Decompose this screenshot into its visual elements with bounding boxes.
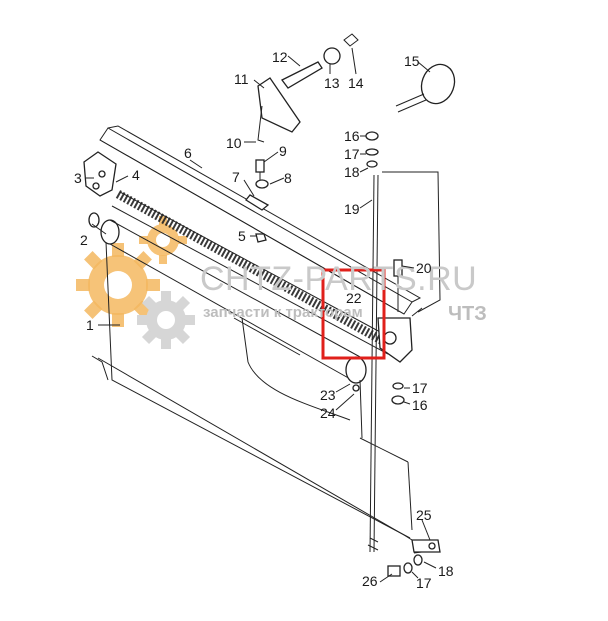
watermark-tagline: запчасти к тракторам	[203, 304, 363, 321]
frame-rail	[99, 125, 422, 315]
callout-19: 19	[344, 201, 360, 217]
watermark: CHTZ-PARTS.RU запчасти к тракторам ЧТЗ	[200, 260, 487, 325]
callout-5: 5	[238, 228, 246, 244]
watermark-brand: ЧТЗ	[448, 303, 487, 325]
right-bracket	[377, 259, 413, 363]
callout-13: 13	[324, 75, 340, 91]
left-bracket	[83, 151, 117, 197]
callout-7: 7	[232, 169, 240, 185]
callout-23: 23	[320, 387, 336, 403]
mirror-assembly	[257, 33, 359, 143]
callout-15: 15	[404, 53, 420, 69]
callout-12: 12	[272, 49, 288, 65]
lower-hardware	[352, 382, 405, 405]
callout-17-mid: 17	[412, 380, 428, 396]
callout-17-top: 17	[344, 146, 360, 162]
callout-18-bottom: 18	[438, 563, 454, 579]
callout-8: 8	[284, 170, 292, 186]
callout-16-mid: 16	[412, 397, 428, 413]
small-orange-gear-icon	[139, 216, 187, 264]
grey-gear-icon	[137, 291, 195, 349]
watermark-logo-gears	[76, 216, 195, 349]
side-mirror	[395, 63, 456, 113]
spring-roller	[111, 190, 396, 355]
callout-14: 14	[348, 75, 364, 91]
watermark-site: CHTZ-PARTS.RU	[200, 260, 477, 298]
callout-2: 2	[80, 232, 88, 248]
bottom-fasteners	[387, 539, 441, 577]
callout-26: 26	[362, 573, 378, 589]
callout-16-top: 16	[344, 128, 360, 144]
callout-6: 6	[184, 145, 192, 161]
leader-lines	[86, 47, 437, 583]
callout-11: 11	[234, 71, 249, 87]
top-nut-stack	[365, 131, 379, 168]
callout-1: 1	[86, 317, 94, 333]
pull-rod	[367, 171, 441, 553]
callout-22: 22	[346, 290, 362, 306]
callout-20: 20	[416, 260, 432, 276]
callout-10: 10	[226, 135, 242, 151]
callout-9: 9	[279, 143, 287, 159]
hardware-small	[245, 159, 270, 243]
callout-25: 25	[416, 507, 432, 523]
highlight-box	[321, 268, 386, 360]
callout-3: 3	[74, 170, 82, 186]
callout-18-top: 18	[344, 164, 360, 180]
curtain-roller	[100, 219, 367, 384]
callouts: 1 2 3 4 5 6 7 8 9 10 11 12 13 14 15 16 1…	[74, 49, 454, 591]
callout-17-bottom: 17	[416, 575, 432, 591]
callout-4: 4	[132, 167, 140, 183]
callout-24: 24	[320, 405, 336, 421]
washer-2	[88, 212, 100, 228]
